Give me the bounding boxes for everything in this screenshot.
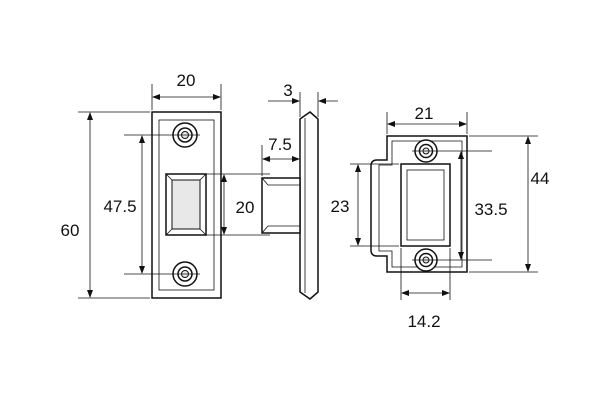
front-plate-width-dimension: 20 — [151, 71, 222, 110]
plate-thickness-dimension: 3 — [268, 81, 338, 117]
strike-height-label: 44 — [531, 169, 550, 188]
front-plate-inner-edge — [158, 119, 215, 291]
strike-height-dimension: 44 — [469, 135, 550, 273]
strike-plate-view — [370, 135, 492, 273]
latch-height-dimension: 20 — [206, 173, 270, 236]
latch-projection-dimension: 7.5 — [261, 135, 301, 176]
front-plate-view — [124, 111, 222, 299]
strike-opening-width-label: 14.2 — [407, 312, 440, 331]
front-plate-height-label: 60 — [61, 221, 80, 240]
strike-hole-spacing-dimension: 33.5 — [458, 151, 512, 260]
plate-thickness-label: 3 — [283, 81, 292, 100]
strike-opening-height-dimension: 23 — [326, 163, 399, 247]
front-plate-width-label: 20 — [177, 71, 196, 90]
strike-width-dimension: 21 — [386, 104, 468, 134]
latch-projection-label: 7.5 — [268, 135, 292, 154]
strike-opening-width-dimension: 14.2 — [400, 248, 451, 331]
latch-tongue — [165, 173, 207, 236]
side-view — [261, 111, 319, 300]
side-plate — [299, 111, 319, 300]
front-plate-hole-spacing-dimension: 47.5 — [100, 135, 145, 274]
front-plate-height-dimension: 60 — [61, 111, 150, 299]
front-plate-hole-spacing-label: 47.5 — [103, 197, 136, 216]
latch-height-label: 20 — [236, 198, 255, 217]
side-latch-body — [261, 177, 301, 234]
strike-hole-spacing-label: 33.5 — [474, 200, 507, 219]
strike-width-label: 21 — [415, 104, 434, 123]
strike-opening — [400, 163, 451, 247]
strike-opening-height-label: 23 — [331, 197, 350, 216]
